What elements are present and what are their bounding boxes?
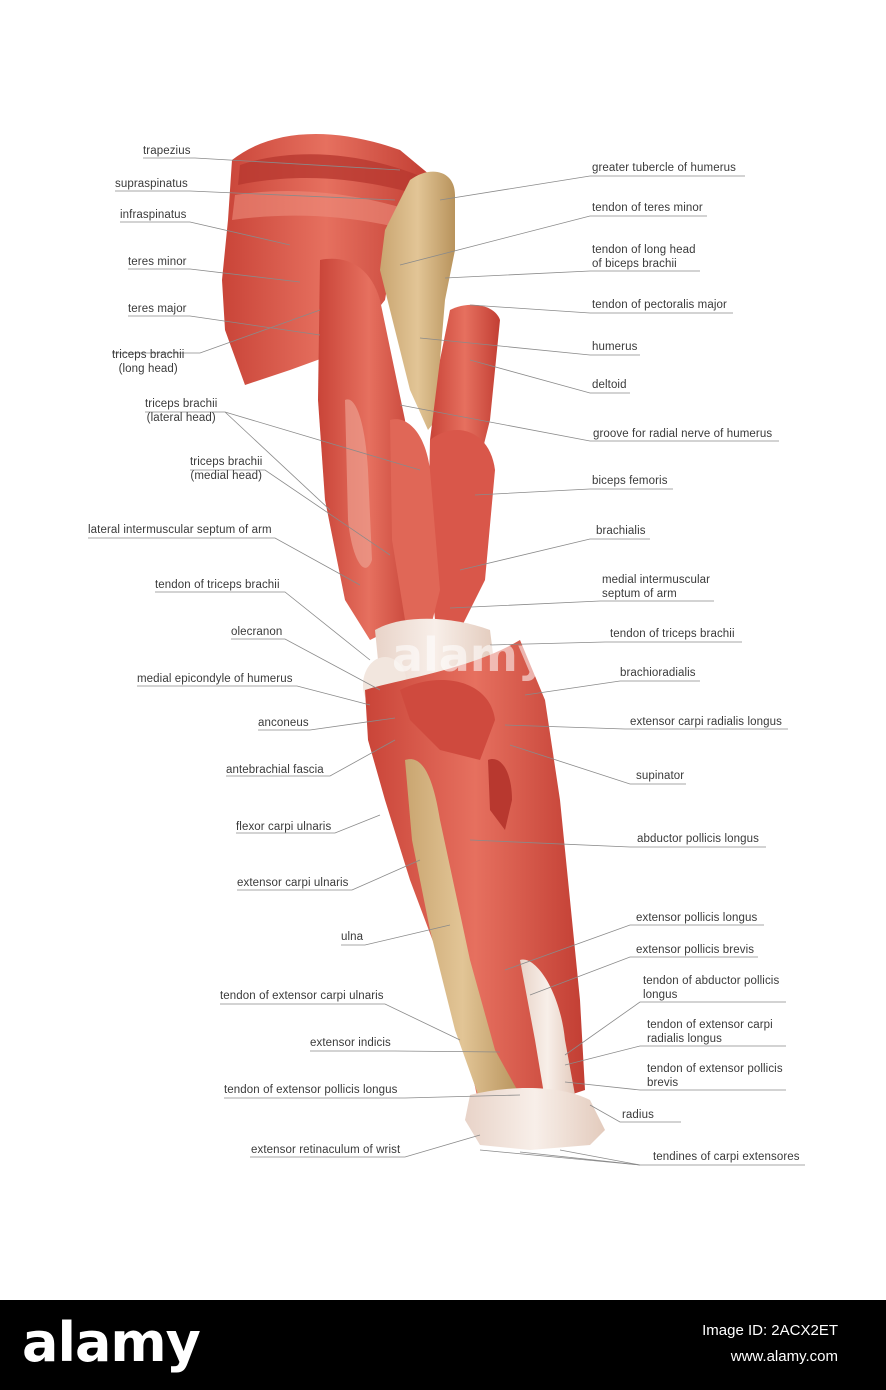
brachialis-muscle (428, 430, 495, 630)
label-lateral-intermuscular-septum: lateral intermuscular septum of arm (88, 524, 272, 536)
extensor-tendons (520, 959, 575, 1100)
label-triceps-medial-head: triceps brachii (medial head) (190, 456, 263, 482)
triceps-tendon-strip (345, 399, 372, 568)
label-groove-radial-nerve: groove for radial nerve of humerus (593, 428, 773, 440)
anatomy-diagram: alamy trapezius supraspinatus infraspina… (88, 133, 805, 1166)
label-tendon-extensor-carpi-ulnaris: tendon of extensor carpi ulnaris (220, 990, 384, 1002)
label-medial-intermuscular-septum: medial intermuscular septum of arm (602, 574, 711, 600)
label-supraspinatus: supraspinatus (115, 178, 188, 190)
label-extensor-carpi-radialis-longus: extensor carpi radialis longus (630, 716, 782, 728)
label-tendon-abductor-pollicis-longus: tendon of abductor pollicis longus (643, 975, 780, 1001)
label-brachialis: brachialis (596, 525, 646, 537)
footer-bar: alamy Image ID: 2ACX2ET www.alamy.com (0, 1300, 886, 1390)
label-extensor-pollicis-brevis: extensor pollicis brevis (636, 944, 755, 956)
label-greater-tubercle: greater tubercle of humerus (592, 162, 736, 174)
label-antebrachial-fascia: antebrachial fascia (226, 764, 324, 776)
leader-lines-left (88, 157, 521, 1158)
leader-lines-right (399, 175, 805, 1166)
label-triceps-lateral-head: triceps brachii (lateral head) (145, 398, 218, 424)
label-abductor-pollicis-longus: abductor pollicis longus (637, 833, 759, 845)
medial-head-muscle (390, 419, 440, 630)
label-deltoid: deltoid (592, 379, 627, 391)
alamy-logo: alamy (22, 1311, 201, 1374)
label-humerus: humerus (592, 341, 638, 353)
label-brachioradialis: brachioradialis (620, 667, 696, 679)
label-teres-major: teres major (128, 303, 187, 315)
label-supinator: supinator (636, 770, 685, 782)
label-tendon-of-pectoralis-major: tendon of pectoralis major (592, 299, 727, 311)
label-infraspinatus: infraspinatus (120, 209, 187, 221)
label-trapezius: trapezius (143, 145, 191, 157)
label-extensor-carpi-ulnaris: extensor carpi ulnaris (237, 877, 349, 889)
wrist-retinaculum (465, 1088, 605, 1150)
label-tendon-extensor-pollicis-longus: tendon of extensor pollicis longus (224, 1084, 398, 1096)
label-tendon-of-triceps-left: tendon of triceps brachii (155, 579, 280, 591)
site-url-link[interactable]: www.alamy.com (730, 1348, 838, 1365)
humerus-bone (380, 171, 455, 430)
label-extensor-indicis: extensor indicis (310, 1037, 391, 1049)
supinator-muscle (488, 759, 512, 830)
label-tendon-extensor-carpi-radialis: tendon of extensor carpi radialis longus (647, 1019, 773, 1045)
label-medial-epicondyle: medial epicondyle of humerus (137, 673, 293, 685)
label-tendon-extensor-pollicis-brevis: tendon of extensor pollicis brevis (647, 1063, 783, 1089)
label-triceps-long-head: triceps brachii (long head) (112, 349, 185, 375)
label-tendon-long-head-biceps: tendon of long head of biceps brachii (592, 244, 696, 270)
label-flexor-carpi-ulnaris: flexor carpi ulnaris (236, 821, 332, 833)
ulna-bone (405, 759, 520, 1100)
label-extensor-retinaculum: extensor retinaculum of wrist (251, 1144, 401, 1156)
label-biceps-femoris: biceps femoris (592, 475, 668, 487)
label-tendines-carpi-extensores: tendines of carpi extensores (653, 1151, 800, 1163)
arm-illustration (88, 133, 805, 1166)
label-olecranon: olecranon (231, 626, 283, 638)
label-extensor-pollicis-longus: extensor pollicis longus (636, 912, 758, 924)
label-radius: radius (622, 1109, 654, 1121)
label-anconeus: anconeus (258, 717, 309, 729)
label-tendon-of-triceps-right: tendon of triceps brachii (610, 628, 735, 640)
anconeus-muscle (400, 680, 495, 760)
label-teres-minor: teres minor (128, 256, 187, 268)
image-id-text: Image ID: 2ACX2ET (702, 1322, 838, 1339)
trapezius-band (238, 154, 425, 195)
label-ulna: ulna (341, 931, 364, 943)
supraspinatus-band (232, 190, 410, 228)
label-tendon-of-teres-minor: tendon of teres minor (592, 202, 703, 214)
